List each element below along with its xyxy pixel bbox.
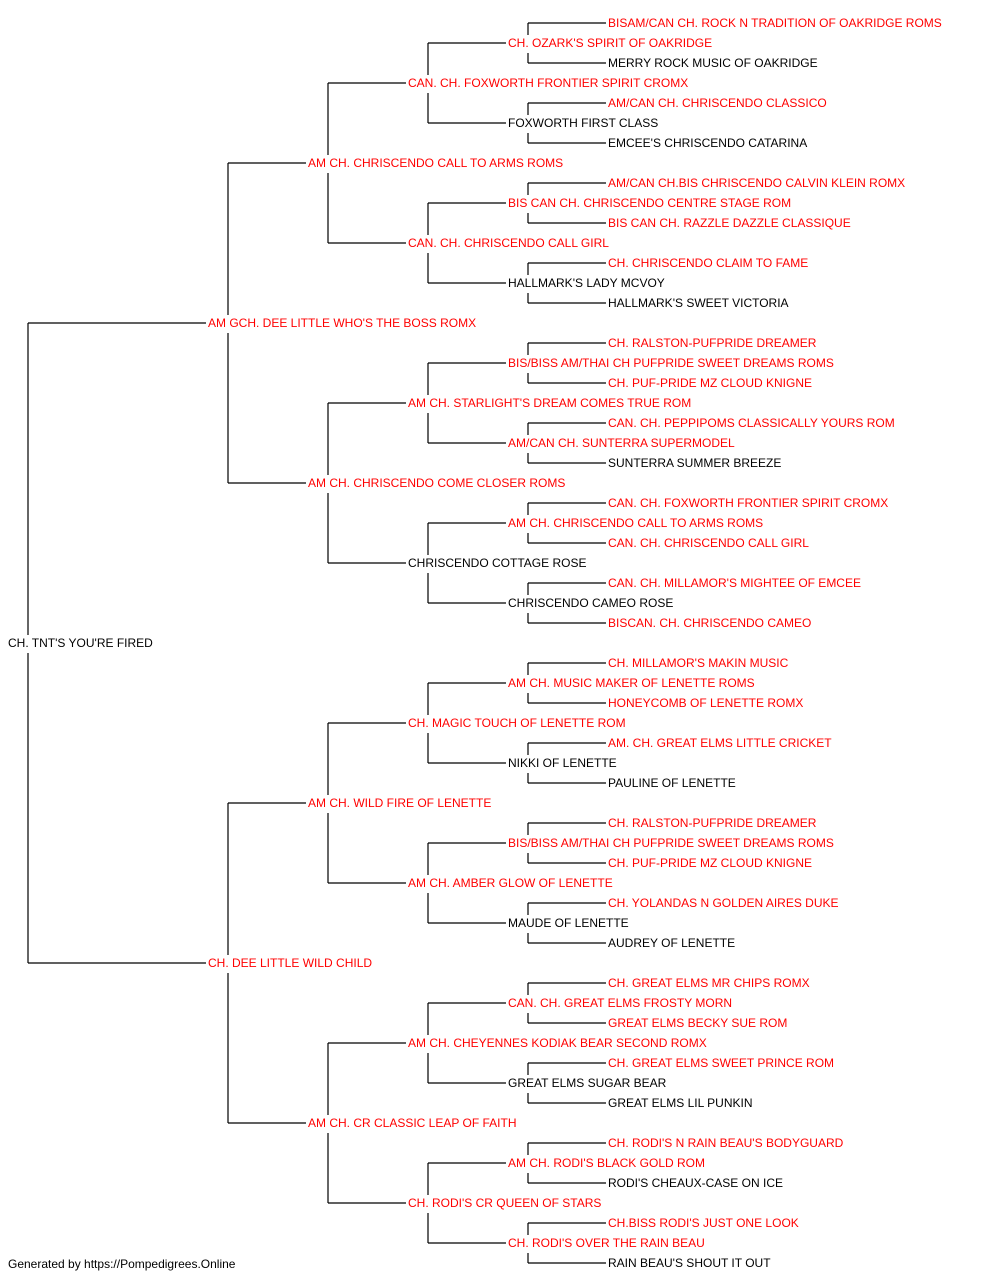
dog-name-gen5: HALLMARK'S SWEET VICTORIA: [608, 296, 789, 310]
dog-name-gen5: CH. CHRISCENDO CLAIM TO FAME: [608, 256, 808, 270]
dog-name-gen4: GREAT ELMS SUGAR BEAR: [508, 1076, 667, 1090]
dog-name-gen4: AM/CAN CH. SUNTERRA SUPERMODEL: [508, 436, 735, 450]
dog-name-gen4: BIS CAN CH. CHRISCENDO CENTRE STAGE ROM: [508, 196, 791, 210]
dog-name-gen5: HONEYCOMB OF LENETTE ROMX: [608, 696, 803, 710]
dog-name-gen5: CAN. CH. PEPPIPOMS CLASSICALLY YOURS ROM: [608, 416, 895, 430]
generated-by-footer: Generated by https://Pompedigrees.Online: [8, 1257, 236, 1271]
dog-name-gen2: AM CH. CHRISCENDO COME CLOSER ROMS: [308, 476, 565, 490]
dog-name-gen4: BIS/BISS AM/THAI CH PUFPRIDE SWEET DREAM…: [508, 836, 834, 850]
dog-name-gen3: AM CH. CHEYENNES KODIAK BEAR SECOND ROMX: [408, 1036, 707, 1050]
dog-name-gen5: AUDREY OF LENETTE: [608, 936, 735, 950]
dog-name-gen5: EMCEE'S CHRISCENDO CATARINA: [608, 136, 807, 150]
dog-name-gen5: CH. MILLAMOR'S MAKIN MUSIC: [608, 656, 789, 670]
dog-name-gen4: AM CH. CHRISCENDO CALL TO ARMS ROMS: [508, 516, 763, 530]
dog-name-gen5: CAN. CH. MILLAMOR'S MIGHTEE OF EMCEE: [608, 576, 861, 590]
dog-name-gen3: CHRISCENDO COTTAGE ROSE: [408, 556, 586, 570]
dog-name-gen5: CAN. CH. FOXWORTH FRONTIER SPIRIT CROMX: [608, 496, 888, 510]
dog-name-gen3: CH. MAGIC TOUCH OF LENETTE ROM: [408, 716, 626, 730]
dog-name-gen0: CH. TNT'S YOU'RE FIRED: [8, 636, 153, 650]
dog-name-gen5: CH. PUF-PRIDE MZ CLOUD KNIGNE: [608, 376, 812, 390]
dog-name-gen4: CHRISCENDO CAMEO ROSE: [508, 596, 673, 610]
dog-name-gen4: CAN. CH. GREAT ELMS FROSTY MORN: [508, 996, 732, 1010]
dog-name-gen5: CH. RALSTON-PUFPRIDE DREAMER: [608, 336, 817, 350]
dog-name-gen1: CH. DEE LITTLE WILD CHILD: [208, 956, 372, 970]
dog-name-gen5: SUNTERRA SUMMER BREEZE: [608, 456, 781, 470]
dog-name-gen4: NIKKI OF LENETTE: [508, 756, 617, 770]
dog-name-gen3: AM CH. STARLIGHT'S DREAM COMES TRUE ROM: [408, 396, 691, 410]
dog-name-gen5: BISAM/CAN CH. ROCK N TRADITION OF OAKRID…: [608, 16, 942, 30]
dog-name-gen5: BIS CAN CH. RAZZLE DAZZLE CLASSIQUE: [608, 216, 851, 230]
dog-name-gen5: MERRY ROCK MUSIC OF OAKRIDGE: [608, 56, 818, 70]
dog-name-gen3: AM CH. AMBER GLOW OF LENETTE: [408, 876, 613, 890]
dog-name-gen5: GREAT ELMS BECKY SUE ROM: [608, 1016, 787, 1030]
dog-name-gen5: CH. RODI'S N RAIN BEAU'S BODYGUARD: [608, 1136, 844, 1150]
dog-name-gen5: CH. YOLANDAS N GOLDEN AIRES DUKE: [608, 896, 839, 910]
dog-name-gen5: CH. PUF-PRIDE MZ CLOUD KNIGNE: [608, 856, 812, 870]
dog-name-gen5: AM/CAN CH. CHRISCENDO CLASSICO: [608, 96, 827, 110]
dog-name-gen2: AM CH. WILD FIRE OF LENETTE: [308, 796, 491, 810]
dog-name-gen3: CAN. CH. CHRISCENDO CALL GIRL: [408, 236, 609, 250]
dog-name-gen5: CH.BISS RODI'S JUST ONE LOOK: [608, 1216, 799, 1230]
dog-name-gen5: CH. GREAT ELMS SWEET PRINCE ROM: [608, 1056, 834, 1070]
dog-name-gen4: CH. RODI'S OVER THE RAIN BEAU: [508, 1236, 705, 1250]
dog-name-gen3: CH. RODI'S CR QUEEN OF STARS: [408, 1196, 601, 1210]
dog-name-gen1: AM GCH. DEE LITTLE WHO'S THE BOSS ROMX: [208, 316, 476, 330]
dog-name-gen4: AM CH. RODI'S BLACK GOLD ROM: [508, 1156, 705, 1170]
dog-name-gen5: GREAT ELMS LIL PUNKIN: [608, 1096, 753, 1110]
dog-name-gen4: BIS/BISS AM/THAI CH PUFPRIDE SWEET DREAM…: [508, 356, 834, 370]
dog-name-gen5: AM/CAN CH.BIS CHRISCENDO CALVIN KLEIN RO…: [608, 176, 905, 190]
dog-name-gen5: AM. CH. GREAT ELMS LITTLE CRICKET: [608, 736, 832, 750]
dog-name-gen5: CAN. CH. CHRISCENDO CALL GIRL: [608, 536, 809, 550]
dog-name-gen5: CH. GREAT ELMS MR CHIPS ROMX: [608, 976, 810, 990]
dog-name-gen4: MAUDE OF LENETTE: [508, 916, 629, 930]
dog-name-gen4: AM CH. MUSIC MAKER OF LENETTE ROMS: [508, 676, 755, 690]
dog-name-gen5: BISCAN. CH. CHRISCENDO CAMEO: [608, 616, 811, 630]
dog-name-gen3: CAN. CH. FOXWORTH FRONTIER SPIRIT CROMX: [408, 76, 688, 90]
dog-name-gen4: HALLMARK'S LADY MCVOY: [508, 276, 665, 290]
dog-name-gen5: PAULINE OF LENETTE: [608, 776, 736, 790]
dog-name-gen2: AM CH. CR CLASSIC LEAP OF FAITH: [308, 1116, 517, 1130]
dog-name-gen4: FOXWORTH FIRST CLASS: [508, 116, 658, 130]
dog-name-gen4: CH. OZARK'S SPIRIT OF OAKRIDGE: [508, 36, 712, 50]
dog-name-gen2: AM CH. CHRISCENDO CALL TO ARMS ROMS: [308, 156, 563, 170]
dog-name-gen5: CH. RALSTON-PUFPRIDE DREAMER: [608, 816, 817, 830]
dog-name-gen5: RODI'S CHEAUX-CASE ON ICE: [608, 1176, 783, 1190]
dog-name-gen5: RAIN BEAU'S SHOUT IT OUT: [608, 1256, 771, 1270]
